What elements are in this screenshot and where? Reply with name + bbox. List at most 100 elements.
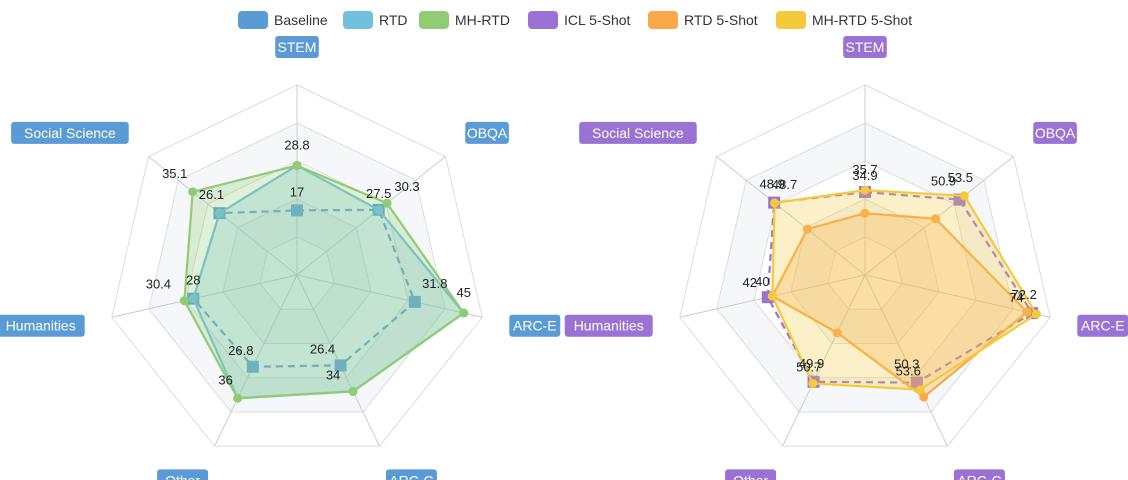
point-mh-rtd-5-shot-other (808, 378, 818, 388)
legend-item-mh-rtd-5-shot[interactable]: MH-RTD 5-Shot (776, 10, 912, 30)
point-rtd-obqa (374, 205, 384, 215)
axis-label-text: STEM (278, 39, 317, 55)
data-label-stem: 17 (290, 184, 304, 199)
legend-swatch-rtd-5-shot (648, 11, 678, 29)
axis-label-box (843, 36, 887, 58)
axis-label-text: Other (733, 472, 768, 480)
data-label-other: 49.9 (799, 356, 824, 371)
legend-label-mh-rtd-5-shot: MH-RTD 5-Shot (812, 12, 913, 28)
point-mh-rtd-obqa (382, 198, 392, 208)
axis-label-text: OBQA (467, 125, 508, 141)
legend-item-rtd-5-shot[interactable]: RTD 5-Shot (648, 10, 758, 30)
grid-spoke (864, 274, 1051, 318)
axis-label-box (0, 314, 85, 337)
point-mh-rtd-stem (292, 161, 302, 171)
point-mh-rtd-5-shot-humanities (767, 291, 777, 301)
data-label-arc-e: 72.2 (1012, 287, 1037, 302)
axis-label-text: Social Science (24, 125, 116, 141)
axis-label-text: ARC-C (389, 472, 433, 480)
data-label-humanities: 28 (186, 273, 200, 288)
grid-spoke (111, 274, 298, 318)
axis-label-arc-e: ARC-E (1077, 314, 1128, 337)
legend-swatch-baseline (238, 11, 268, 29)
legend-label-mh-rtd: MH-RTD (455, 12, 510, 28)
data-label-obqa: 50.9 (931, 174, 956, 189)
legend-item-icl-5-shot[interactable]: ICL 5-Shot (528, 10, 630, 30)
axis-label-text: Humanities (574, 318, 644, 334)
axis-label-text: OBQA (1035, 125, 1076, 141)
data-label-other: 36 (218, 372, 232, 387)
data-label-stem: 28.8 (284, 138, 309, 153)
grid-spoke (864, 156, 1014, 276)
axis-label-text: ARC-E (513, 318, 557, 334)
legend-swatch-icl-5-shot (528, 11, 558, 29)
data-label-obqa: 30.3 (394, 179, 419, 194)
series-mh-rtd-5-shot (771, 189, 1038, 391)
point-mh-rtd-humanities (179, 296, 189, 306)
series-mh-rtd (183, 164, 466, 400)
data-label-arc-e: 74 (1009, 290, 1023, 305)
axis-label-box (157, 469, 209, 480)
axis-label-box (275, 36, 319, 58)
data-label-arc-c: 50.3 (894, 357, 919, 372)
data-label-arc-c: 53.6 (896, 364, 921, 379)
grid-spoke (296, 274, 483, 318)
point-rtd-5-shot-stem (860, 208, 870, 218)
axis-label-text: Other (165, 472, 200, 480)
point-mh-rtd-other (233, 393, 243, 403)
legend-label-baseline: Baseline (274, 12, 328, 28)
axis-label-box (465, 121, 509, 144)
point-rtd-5-shot-obqa (931, 214, 941, 224)
point-baseline-arc-c (334, 359, 347, 372)
point-rtd-5-shot-arc-c (919, 392, 929, 402)
data-label-social-science: 48.9 (760, 177, 785, 192)
data-label-social-science: 35.1 (162, 166, 187, 181)
point-rtd-humanities (188, 294, 198, 304)
point-mh-rtd-5-shot-social-science (770, 198, 780, 208)
axis-label-social-science: Social Science (11, 121, 129, 144)
data-label-arc-c: 34 (326, 367, 340, 382)
data-label-arc-c: 26.4 (310, 341, 335, 356)
legend-swatch-mh-rtd-5-shot (776, 11, 806, 29)
data-label-humanities: 40 (755, 274, 769, 289)
data-label-humanities: 42 (743, 275, 757, 290)
axis-label-social-science: Social Science (579, 121, 697, 144)
axis-label-text: ARC-E (1081, 318, 1125, 334)
point-mh-rtd-5-shot-arc-e (1031, 309, 1041, 319)
axis-label-arc-c: ARC-C (385, 469, 437, 480)
point-rtd-5-shot-arc-e (1022, 307, 1032, 317)
data-label-other: 50.7 (796, 359, 821, 374)
axis-label-other: Other (725, 469, 777, 480)
legend-item-baseline[interactable]: Baseline (238, 10, 328, 30)
grid-spoke (864, 274, 948, 447)
axis-label-box (1033, 121, 1077, 144)
data-label-social-science: 48.7 (772, 177, 797, 192)
point-baseline-stem (291, 204, 303, 217)
axis-label-box (11, 121, 129, 144)
data-label-arc-e: 45 (456, 285, 470, 300)
legend-item-mh-rtd[interactable]: MH-RTD (419, 10, 510, 30)
point-mh-rtd-social-science (188, 187, 198, 197)
axis-label-box (385, 469, 437, 480)
axis-label-text: Humanities (6, 318, 76, 334)
axis-label-box (564, 314, 653, 337)
data-label-stem: 34.9 (852, 168, 877, 183)
axis-label-text: STEM (846, 39, 885, 55)
legend-label-icl-5-shot: ICL 5-Shot (564, 12, 631, 28)
legend-swatch-rtd (343, 11, 373, 29)
axis-label-text: ARC-C (957, 472, 1001, 480)
legend-swatch-mh-rtd (419, 11, 449, 29)
axis-label-obqa: OBQA (465, 121, 509, 144)
point-rtd-5-shot-social-science (802, 224, 812, 234)
axis-label-stem: STEM (843, 36, 887, 58)
grid-spoke (214, 274, 298, 447)
legend-label-rtd-5-shot: RTD 5-Shot (684, 12, 758, 28)
axis-label-humanities: Humanities (0, 314, 85, 337)
grid-spoke (716, 156, 866, 276)
point-mh-rtd-arc-e (459, 308, 469, 318)
point-mh-rtd-arc-c (348, 386, 358, 396)
grid-spoke (296, 156, 446, 276)
axis-label-stem: STEM (275, 36, 319, 58)
axis-label-text: Social Science (592, 125, 684, 141)
legend-item-rtd[interactable]: RTD (343, 10, 408, 30)
